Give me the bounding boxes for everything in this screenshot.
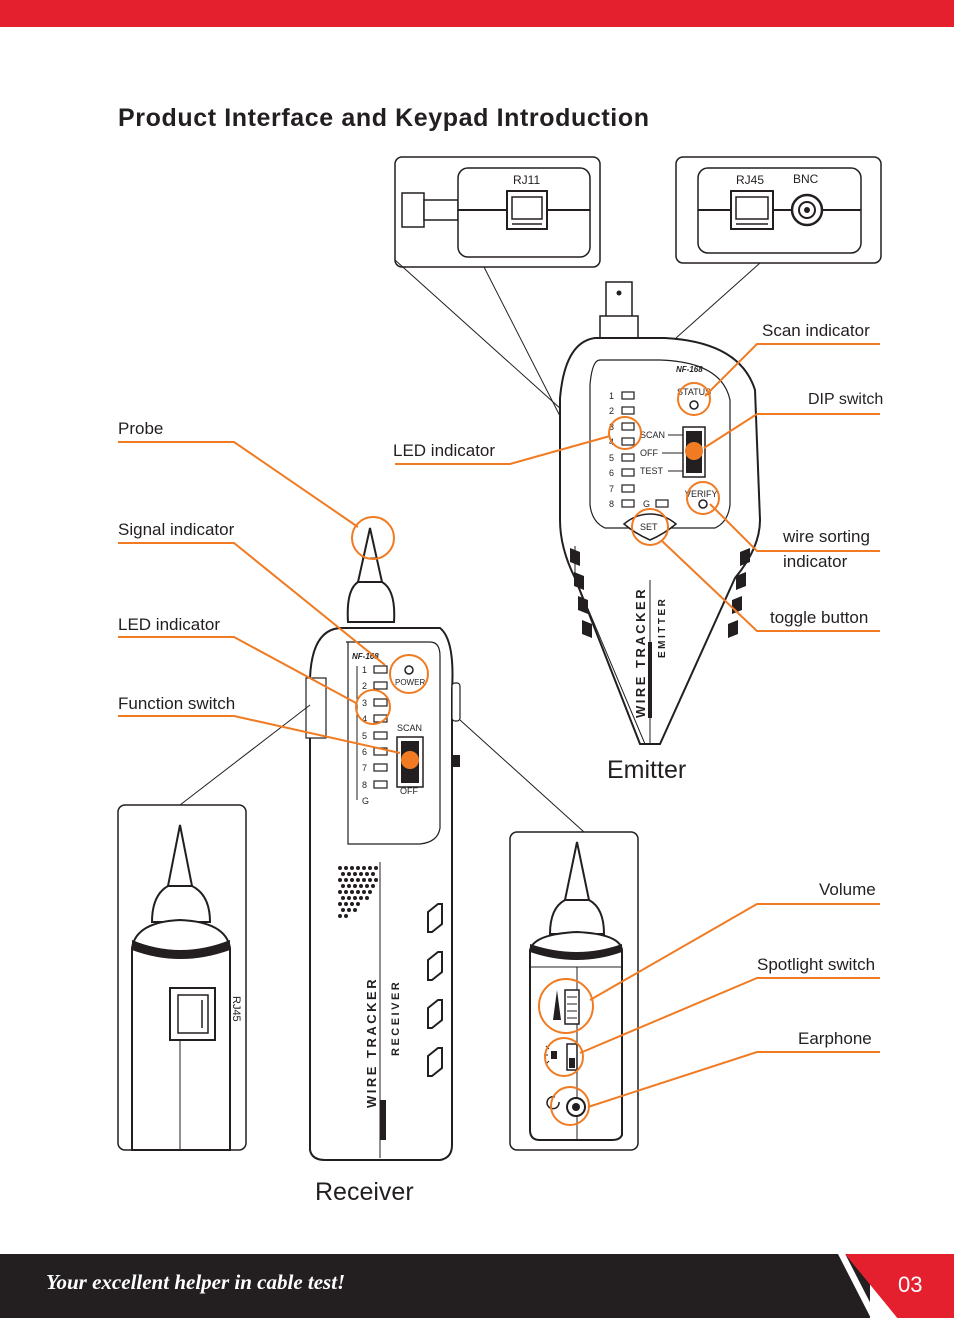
emitter-led-num-8: 8 bbox=[609, 499, 614, 509]
receiver-led-num-8: 8 bbox=[362, 780, 367, 790]
bnc-label: BNC bbox=[793, 172, 819, 186]
volume-wedge-icon bbox=[553, 990, 561, 1020]
emitter-ground-label: G bbox=[643, 499, 650, 509]
emitter-led-num-1: 1 bbox=[609, 391, 614, 401]
receiver-led-num-1: 1 bbox=[362, 665, 367, 675]
top-accent-bar bbox=[0, 0, 954, 27]
receiver-wire-tracker-text: WIRE TRACKER bbox=[364, 977, 379, 1108]
spotlight-switch-label: Spotlight switch bbox=[757, 955, 876, 974]
dip-switch-label: DIP switch bbox=[808, 391, 884, 408]
emitter-led-num-6: 6 bbox=[609, 468, 614, 478]
led-indicator-emitter-label: LED indicator bbox=[393, 441, 496, 460]
wire-sorting-label: wire sorting bbox=[783, 527, 870, 546]
footer: Your excellent helper in cable test! 03 bbox=[0, 1254, 954, 1318]
emitter-caption: Emitter bbox=[607, 756, 687, 784]
verify-label: VERIFY bbox=[685, 489, 718, 499]
receiver-side-inset bbox=[509, 831, 639, 1151]
scan-indicator-label: Scan indicator bbox=[762, 321, 870, 340]
function-switch-knob bbox=[401, 751, 419, 769]
receiver-led-num-4: 4 bbox=[362, 714, 367, 724]
receiver-led-num-3: 3 bbox=[362, 698, 367, 708]
page-title: Product Interface and Keypad Introductio… bbox=[118, 104, 650, 132]
receiver-led-num-6: 6 bbox=[362, 747, 367, 757]
footer-tagline: Your excellent helper in cable test! bbox=[46, 1270, 346, 1294]
emitter-scan-label: SCAN bbox=[640, 430, 665, 440]
emitter-led-num-7: 7 bbox=[609, 484, 614, 494]
emitter-led-num-5: 5 bbox=[609, 453, 614, 463]
rj45-bnc-inset: RJ45 BNC bbox=[675, 156, 882, 264]
rj11-inset: RJ11 bbox=[394, 156, 601, 268]
toggle-button-label: toggle button bbox=[770, 608, 869, 627]
power-label: POWER bbox=[395, 678, 425, 687]
led-indicator-receiver-label: LED indicator bbox=[118, 615, 221, 634]
set-button-icon bbox=[622, 513, 678, 541]
emitter-model-label: NF-168 bbox=[676, 365, 703, 374]
rj45-side-label: RJ45 bbox=[230, 996, 242, 1022]
wire-sorting-label-2: indicator bbox=[783, 552, 848, 571]
receiver-led-num-5: 5 bbox=[362, 731, 367, 741]
receiver-scan-label: SCAN bbox=[397, 723, 422, 733]
status-led-icon bbox=[689, 400, 699, 410]
receiver-rj45-inset: RJ45 bbox=[117, 804, 247, 1151]
receiver-device: NF-168 POWER 1 2 3 4 5 6 7 8 G SCAN OFF bbox=[305, 527, 461, 1161]
emitter-led-num-2: 2 bbox=[609, 406, 614, 416]
emitter-body-text: EMITTER bbox=[657, 597, 668, 658]
receiver-led-num-2: 2 bbox=[362, 681, 367, 691]
receiver-body-text: RECEIVER bbox=[390, 980, 402, 1056]
power-led-icon bbox=[404, 665, 414, 675]
emitter-wire-tracker-text: WIRE TRACKER bbox=[633, 587, 648, 718]
receiver-led-num-7: 7 bbox=[362, 763, 367, 773]
probe-label: Probe bbox=[118, 419, 164, 438]
dip-switch-knob bbox=[685, 442, 703, 460]
receiver-off-label: OFF bbox=[400, 786, 418, 796]
volume-label: Volume bbox=[819, 880, 876, 899]
receiver-model-label: NF-168 bbox=[352, 652, 379, 661]
emitter-test-label: TEST bbox=[640, 466, 664, 476]
footer-band bbox=[0, 1254, 870, 1318]
rj45-label: RJ45 bbox=[736, 173, 764, 187]
emitter-off-label: OFF bbox=[640, 448, 658, 458]
earphone-label: Earphone bbox=[798, 1029, 872, 1048]
receiver-ground-label: G bbox=[362, 796, 369, 806]
verify-led-icon bbox=[698, 499, 708, 509]
receiver-caption: Receiver bbox=[315, 1178, 414, 1206]
speaker-grille-icon bbox=[338, 866, 378, 918]
set-label: SET bbox=[640, 522, 658, 532]
spotlight-switch-icon bbox=[566, 1043, 578, 1071]
rj11-label: RJ11 bbox=[513, 173, 540, 187]
status-label: STATUS bbox=[677, 387, 711, 397]
callouts bbox=[118, 343, 880, 1126]
signal-indicator-label: Signal indicator bbox=[118, 520, 235, 539]
function-switch-label: Function switch bbox=[118, 694, 236, 713]
volume-slider-icon bbox=[564, 989, 580, 1025]
emitter-led-num-3: 3 bbox=[609, 422, 614, 432]
page-number: 03 bbox=[898, 1272, 923, 1297]
earphone-symbol-icon bbox=[546, 1095, 560, 1110]
